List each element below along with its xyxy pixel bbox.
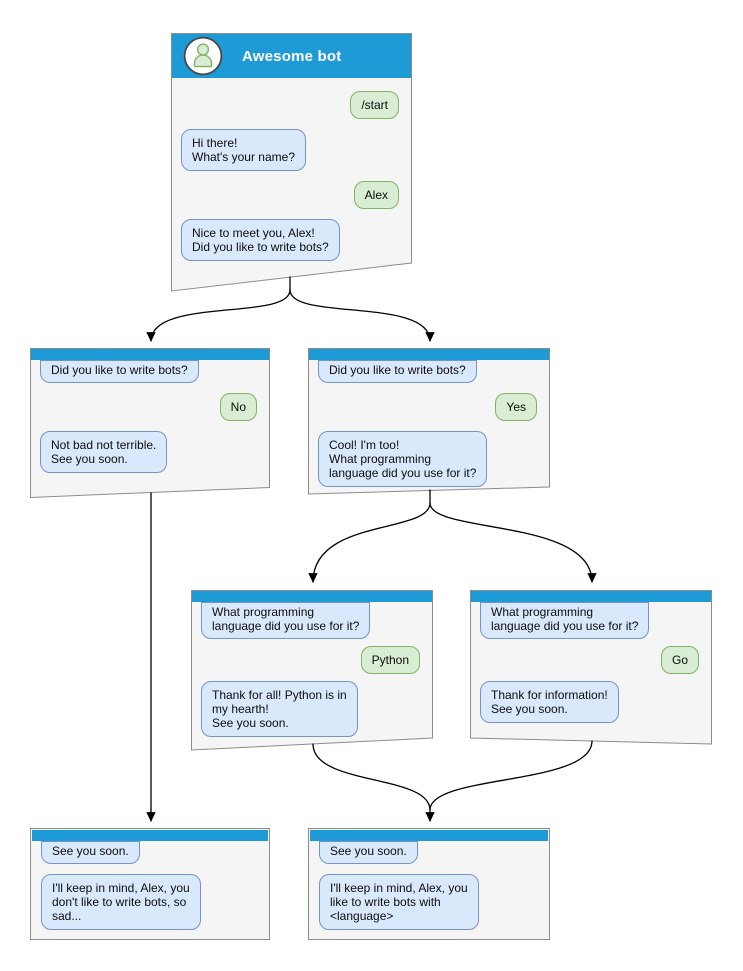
edge-root-to-yes	[289, 289, 435, 343]
bot-message-bubble: Thank for information! See you soon.	[480, 681, 619, 723]
edge-root-to-no	[146, 289, 291, 343]
chat-messages: Did you like to write bots? Yes Cool! I'…	[309, 360, 549, 487]
chat-header-bar	[309, 349, 549, 360]
bot-avatar	[183, 36, 223, 76]
bot-message-bubble: Cool! I'm too! What programming language…	[318, 431, 488, 487]
chat-window-branch-python: What programming language did you use fo…	[191, 590, 433, 752]
chat-header-bar	[32, 830, 268, 841]
bot-message-bubble: Not bad not terrible. See you soon.	[40, 431, 168, 473]
user-message-bubble: Go	[660, 646, 699, 674]
chat-header-bar	[310, 830, 548, 841]
chat-header-bar	[192, 591, 432, 602]
user-message-bubble: Alex	[353, 181, 399, 209]
bot-message-bubble: Nice to meet you, Alex! Did you like to …	[181, 219, 340, 261]
user-message-bubble: No	[219, 393, 257, 421]
bot-message-bubble: I'll keep in mind, Alex, you don't like …	[41, 874, 201, 930]
edge-python-to-end	[312, 743, 431, 811]
edge-yes-to-go	[429, 502, 597, 584]
user-message-bubble: Python	[360, 646, 420, 674]
bot-message-bubble: See you soon.	[319, 841, 418, 864]
bot-message-bubble: Did you like to write bots?	[40, 360, 199, 383]
bot-message-bubble: I'll keep in mind, Alex, you like to wri…	[319, 874, 479, 930]
bot-message-bubble: Hi there! What's your name?	[181, 129, 307, 171]
bot-message-bubble: Did you like to write bots?	[318, 360, 477, 383]
chat-messages: /start Hi there! What's your name? Alex …	[172, 78, 411, 261]
chat-header: Awesome bot	[172, 34, 411, 78]
chat-messages: Did you like to write bots? No Not bad n…	[31, 360, 269, 473]
chat-header-bar	[31, 349, 269, 360]
user-message-bubble: Yes	[495, 393, 537, 421]
bot-message-bubble: What programming language did you use fo…	[480, 602, 650, 639]
chat-header-bar	[471, 591, 711, 602]
bot-title: Awesome bot	[242, 47, 342, 65]
bot-message-bubble: What programming language did you use fo…	[201, 602, 371, 639]
chat-window-branch-go: What programming language did you use fo…	[470, 590, 712, 746]
chat-messages: See you soon. I'll keep in mind, Alex, y…	[32, 841, 268, 930]
chat-messages: See you soon. I'll keep in mind, Alex, y…	[310, 841, 548, 930]
chat-window-root: Awesome bot /start Hi there! What's your…	[171, 33, 412, 293]
bot-message-bubble: See you soon.	[41, 841, 140, 864]
chat-messages: What programming language did you use fo…	[471, 602, 711, 723]
chat-window-branch-no: Did you like to write bots? No Not bad n…	[30, 348, 270, 500]
bot-message-bubble: Thank for all! Python is in my hearth! S…	[201, 681, 358, 737]
person-icon	[183, 36, 223, 76]
chat-window-end-no: See you soon. I'll keep in mind, Alex, y…	[30, 828, 270, 940]
edge-go-to-end	[429, 740, 593, 811]
user-message-bubble: /start	[350, 91, 399, 119]
chat-messages: What programming language did you use fo…	[192, 602, 432, 737]
chat-window-end-yes: See you soon. I'll keep in mind, Alex, y…	[308, 828, 550, 940]
edge-yes-to-python	[308, 502, 431, 584]
chat-window-branch-yes: Did you like to write bots? Yes Cool! I'…	[308, 348, 550, 500]
